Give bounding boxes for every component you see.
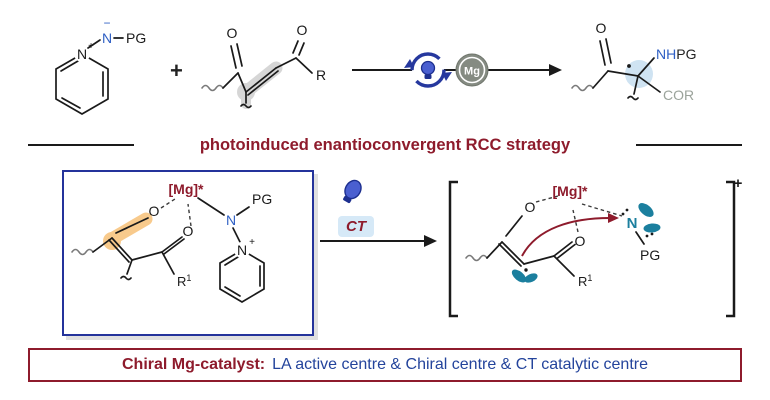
- nitrogen-lone-pairs: [621, 203, 661, 238]
- left-oxygen-label: O: [227, 25, 238, 41]
- cation-charge: +: [734, 175, 743, 192]
- product-radical: O NHPG COR: [571, 20, 696, 103]
- pg-label: PG: [640, 247, 660, 263]
- photocycle-lightbulb-icon: [404, 52, 452, 88]
- caption-lead: Chiral Mg-catalyst:: [121, 356, 266, 373]
- carbon-radical-orbital: [511, 268, 538, 283]
- enolate-oxygen-label: O: [149, 203, 160, 219]
- reactant-enone: O O R: [201, 22, 326, 109]
- oxygen-label: O: [596, 20, 607, 36]
- nhpg-label: NHPG: [656, 46, 696, 62]
- r-superscript: 1: [587, 273, 592, 283]
- negative-charge: −: [103, 16, 110, 30]
- amide-nitrogen-label: N: [102, 30, 112, 46]
- coordination-dashes: [535, 195, 623, 233]
- reactant-aminopyridinium: N + N − PG: [55, 16, 146, 115]
- n-ring-bond: [232, 227, 241, 243]
- nitrogen-label: N: [627, 215, 638, 232]
- pg-part: PG: [676, 46, 696, 62]
- divider-line-left: [28, 144, 134, 146]
- wavy-bond: [201, 84, 224, 92]
- r1-label: R1: [177, 273, 191, 289]
- ring-nitrogen-label: N: [77, 46, 87, 62]
- mg-complex-box: O O [Mg]* N PG N + R1: [62, 170, 314, 336]
- r-part: R: [177, 274, 186, 289]
- n-pg-bond: [236, 206, 250, 216]
- keto-oxygen-label: O: [575, 233, 586, 249]
- plus-sign: +: [170, 58, 183, 83]
- cor-label: COR: [663, 87, 694, 103]
- ring-nitrogen-label: N: [237, 242, 247, 258]
- ct-label: CT: [338, 216, 374, 237]
- skeleton-bonds: [92, 217, 185, 281]
- reaction-arrow-conditions: Mg: [352, 52, 562, 88]
- lightbulb-icon: [343, 179, 362, 204]
- skeleton-bonds: [592, 38, 661, 101]
- ct-intermediate: + O O [Mg]* N: [448, 175, 743, 318]
- r1-label: R1: [578, 273, 592, 289]
- right-bracket: [726, 180, 736, 318]
- arrow-head: [549, 64, 562, 76]
- mg-catalyst-badge: Mg: [455, 53, 489, 87]
- mg-badge-label: Mg: [464, 66, 480, 78]
- mg-complex-structure: O O [Mg]* N PG N + R1: [71, 181, 272, 303]
- pyridinium-ring: [55, 46, 109, 115]
- radical-dot: [627, 64, 631, 68]
- mg-star-label: [Mg]*: [553, 183, 589, 199]
- wavy-bond: [465, 254, 488, 262]
- skeleton-bonds: [222, 40, 313, 109]
- wavy-bond: [71, 248, 94, 256]
- caption-body: LA active centre & Chiral centre & CT ca…: [272, 356, 648, 373]
- coordination-dashes: [160, 198, 192, 227]
- ring-n-to-amide-n-bond: [87, 39, 101, 49]
- right-oxygen-label: O: [297, 22, 308, 38]
- skeleton-bonds: [486, 215, 576, 277]
- ct-arrow: [320, 235, 437, 247]
- left-bracket: [448, 180, 458, 318]
- mg-star-label: [Mg]*: [169, 181, 205, 197]
- pg-label: PG: [252, 191, 272, 207]
- orange-enolate-highlight: [103, 212, 153, 250]
- keto-oxygen-label: O: [183, 223, 194, 239]
- strategy-title: photoinduced enantioconvergent RCC strat…: [199, 135, 571, 154]
- ring-positive-charge: +: [249, 237, 255, 248]
- divider-line-right: [636, 144, 742, 146]
- arrow-head: [424, 235, 437, 247]
- n-pg-bond: [635, 231, 645, 245]
- strategy-divider: photoinduced enantioconvergent RCC strat…: [28, 134, 742, 156]
- caption-banner: Chiral Mg-catalyst: LA active centre & C…: [28, 348, 742, 382]
- r-superscript: 1: [186, 273, 191, 283]
- mg-n-bond: [197, 197, 225, 216]
- enolate-oxygen-label: O: [525, 199, 536, 215]
- r-group-label: R: [316, 67, 326, 83]
- nh-part: NH: [656, 46, 676, 62]
- r-part: R: [578, 274, 587, 289]
- pg-label: PG: [126, 30, 146, 46]
- electron-transfer-arrow-head: [608, 213, 619, 223]
- pyridinium-ring: [219, 242, 265, 303]
- wavy-bond: [571, 84, 594, 92]
- amide-nitrogen-label: N: [226, 212, 236, 228]
- electron-transfer-arrow: [521, 217, 611, 257]
